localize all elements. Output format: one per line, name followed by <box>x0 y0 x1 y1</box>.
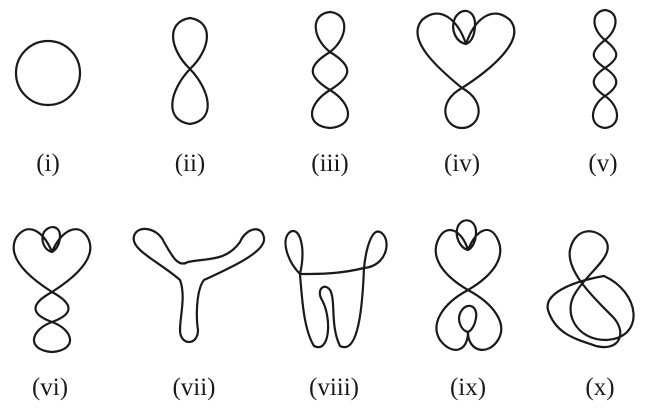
figure-label-x: (x) <box>585 374 614 401</box>
figure-viii: (viii) <box>284 229 388 401</box>
figure-ii: (ii) <box>171 16 209 177</box>
figure-vii: (vii) <box>132 227 266 401</box>
figure-label-viii: (viii) <box>309 374 359 401</box>
figure-vi: (vi) <box>12 226 92 401</box>
trefoil-knot-curve <box>546 230 635 349</box>
figure-label-vi: (vi) <box>32 374 68 401</box>
figure-label-ix: (ix) <box>450 374 486 401</box>
crossbar-loop-curve <box>284 229 388 349</box>
figure-iv: (iv) <box>416 9 516 177</box>
double-heart-curve <box>434 219 503 351</box>
figure-i: (i) <box>14 39 82 177</box>
figure-ix: (ix) <box>434 219 503 401</box>
figure-label-vii: (vii) <box>172 374 215 401</box>
figure-label-i: (i) <box>36 150 60 177</box>
figure-label-ii: (ii) <box>175 150 206 177</box>
three-petal-curve <box>132 227 266 344</box>
heart-two-lobe-curve <box>12 226 92 354</box>
figure-x: (x) <box>546 230 635 401</box>
figure-v: (v) <box>588 8 619 177</box>
figure-label-iv: (iv) <box>444 150 480 177</box>
figure-iii: (iii) <box>311 10 349 177</box>
heart-curve <box>416 9 516 130</box>
figure-eight-curve <box>171 16 209 126</box>
figure-label-v: (v) <box>588 150 617 177</box>
four-lobe-curve <box>591 8 619 130</box>
figure-label-iii: (iii) <box>311 150 349 177</box>
simple-loop-curve <box>14 39 82 107</box>
three-lobe-curve <box>311 10 349 130</box>
